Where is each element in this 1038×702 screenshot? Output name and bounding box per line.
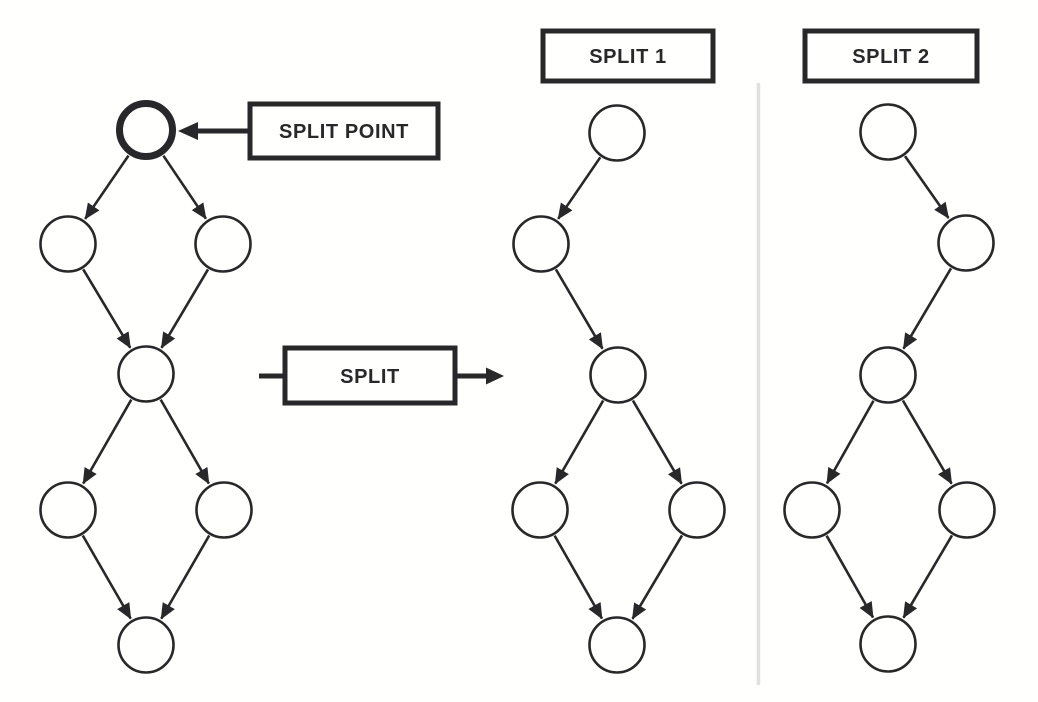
node-split-1-sink [588,616,646,674]
node-split-2-lower-right [938,481,996,539]
node-original-lower-right [195,481,253,539]
node-split-2-top [859,103,917,161]
node-original-split-point [116,100,176,160]
graph-split-1 [511,104,726,674]
edge-original-middle-to-lower-right [159,398,210,485]
edge-original-middle-to-lower-left [82,398,133,485]
split-box [282,345,458,406]
node-split-1-upper-left [512,215,570,273]
node-split-1-top [588,104,646,162]
split-label: SPLIT [340,366,400,388]
edge-split-2-middle-to-lower-left [825,400,875,485]
graph-original [39,100,253,674]
node-split-2-upper-right [937,214,995,272]
node-split-1-lower-left [511,481,569,539]
edge-split-1-top-to-upper-left [557,156,602,220]
edge-split-2-middle-to-lower-right [901,399,953,485]
split-point-callout: SPLIT POINT [178,101,441,161]
node-original-lower-left [39,481,97,539]
node-original-upper-left [39,215,97,273]
graph-split-2 [783,103,996,673]
node-split-2-sink [859,615,917,673]
node-split-2-lower-left [783,481,841,539]
split-point-box [247,101,441,161]
edge-split-2-upper-right-to-middle [902,267,953,350]
graphs-layer [39,100,996,674]
edge-original-lower-right-to-sink [160,534,211,620]
edge-split-1-middle-to-lower-right [631,399,683,485]
node-original-middle [117,345,175,403]
split2-header-label: SPLIT 2 [852,46,930,68]
split2-header-box [802,28,980,84]
edge-original-upper-left-to-middle [82,268,132,349]
split1-header: SPLIT 1 [540,28,716,84]
split-point-label: SPLIT POINT [279,121,409,143]
node-split-2-middle [859,346,917,404]
node-split-1-middle [589,346,647,404]
split-point-arrowhead-icon [178,122,198,140]
edge-split-1-upper-left-to-middle [554,268,604,350]
node-original-upper-right [194,215,252,273]
node-split-1-lower-right [668,481,726,539]
edge-original-upper-right-to-middle [160,268,210,349]
split1-header-label: SPLIT 1 [589,46,667,68]
edge-split-2-lower-left-to-sink [825,535,875,619]
edge-split-1-middle-to-lower-left [554,399,605,485]
split-operation: SPLIT [259,345,504,406]
edge-split-1-lower-right-to-sink [631,534,684,620]
split1-header-box [540,28,716,84]
edge-split-2-lower-right-to-sink [902,534,954,619]
split-output-arrowhead-icon [486,367,504,385]
node-original-sink [117,616,175,674]
split2-header: SPLIT 2 [802,28,980,84]
edge-original-split-point-to-upper-right [162,154,207,220]
edge-split-1-lower-left-to-sink [553,534,604,620]
edge-split-2-top-to-upper-right [903,155,950,219]
edge-original-lower-left-to-sink [81,534,132,620]
edge-original-split-point-to-upper-left [84,154,130,220]
